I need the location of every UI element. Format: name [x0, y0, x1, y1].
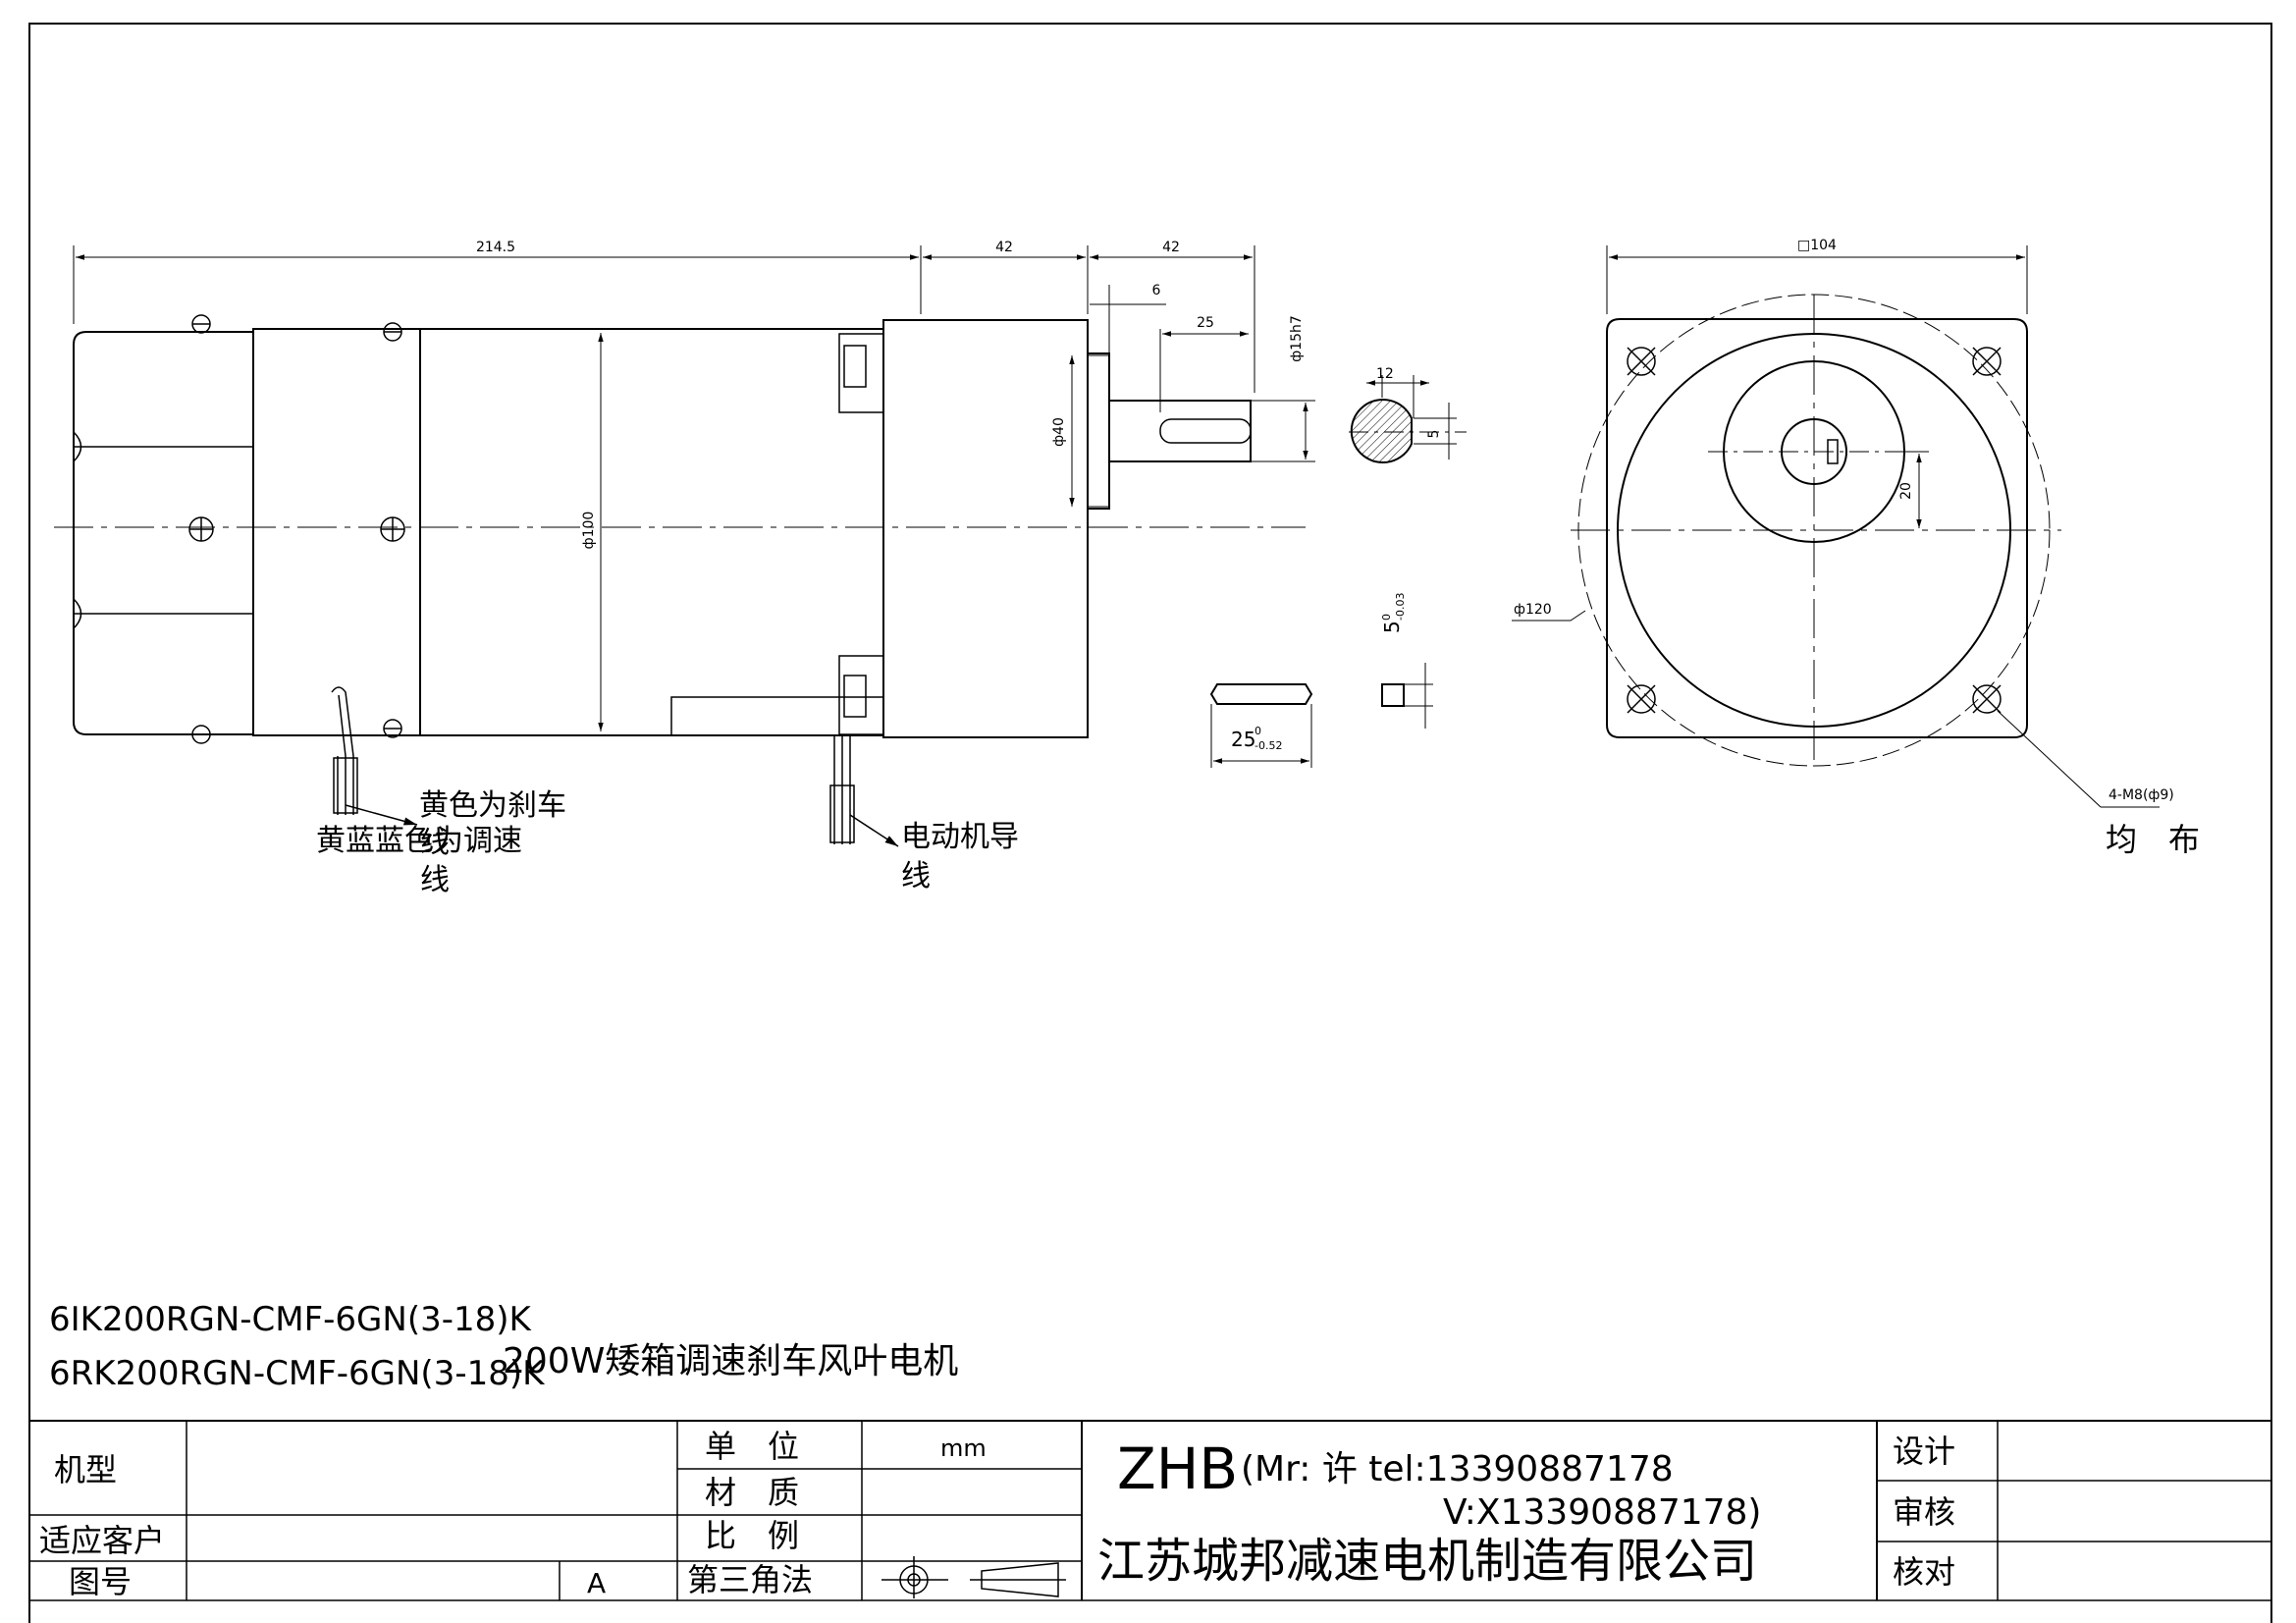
contact-line-2: V:X13390887178)	[1443, 1492, 1761, 1533]
dim-body-diameter: ф100	[581, 512, 597, 550]
dim-overall-length: 214.5	[476, 240, 515, 255]
company-name: 江苏城邦减速电机制造有限公司	[1097, 1534, 1757, 1589]
dim-mount-holes: 4-M8(ф9)	[2109, 787, 2174, 803]
dim-key-thickness-upper: 0	[1380, 614, 1393, 621]
model-number-2: 6RK200RGN-CMF-6GN(3-18)K	[49, 1354, 546, 1393]
dim-key-part-length: 25	[1231, 728, 1255, 751]
dim-shaft-diameter: ф15h7	[1289, 315, 1305, 362]
front-view	[1512, 245, 2160, 808]
key-details	[1209, 663, 1433, 768]
contact-line-1: (Mr: 许 tel:13390887178	[1241, 1449, 1674, 1489]
key-details-text: 5 0 -0.03 25 0 -0.52	[1231, 593, 1407, 752]
label-check: 核对	[1893, 1553, 1955, 1591]
label-scale: 比 例	[705, 1517, 799, 1554]
title-block	[29, 1420, 2271, 1601]
brake-line-label-cont: 线	[420, 826, 450, 860]
brake-line-label: 黄色为刹车	[419, 788, 566, 823]
dim-shaft-step: 6	[1152, 283, 1161, 298]
dim-shaft-offset: 20	[1898, 482, 1914, 500]
dim-key-thickness: 5	[1380, 621, 1404, 633]
side-dimensions	[73, 245, 1315, 731]
motor-lead-label-cont: 线	[901, 859, 931, 893]
dim-key-width: 12	[1376, 366, 1394, 382]
dim-flange-square: □104	[1797, 238, 1837, 253]
dim-gearbox-length: 42	[995, 240, 1013, 255]
drawing-no-value: A	[587, 1567, 606, 1599]
wire-labels: 黄色为刹车 黄蓝蓝色为调速 线 线 电动机导 线	[316, 788, 1019, 897]
label-unit: 单 位	[705, 1428, 799, 1465]
speed-line-label-cont: 线	[420, 863, 450, 897]
dim-key-part-upper: 0	[1255, 725, 1261, 737]
evenly-spaced-note: 均 布	[2106, 821, 2200, 858]
label-customer: 适应客户	[39, 1522, 165, 1559]
dim-key-depth: 5	[1426, 430, 1442, 439]
dim-key-length: 25	[1197, 315, 1214, 331]
label-material: 材 质	[705, 1474, 799, 1511]
side-dimension-text: 214.5 42 42 6 25 ф15h7 ф40 ф100	[476, 240, 1305, 549]
drawing-frame	[28, 23, 2272, 1623]
shaft-section	[1349, 375, 1467, 463]
brand-logo: ZHB	[1117, 1435, 1238, 1502]
label-design: 设计	[1893, 1433, 1955, 1470]
dim-key-thickness-lower: -0.03	[1394, 593, 1407, 621]
speed-line-label: 黄蓝蓝色为调速	[316, 824, 522, 858]
dim-bolt-circle: ф120	[1514, 602, 1552, 618]
projection-symbol	[881, 1556, 1066, 1598]
front-view-text: □104 ф120 20 4-M8(ф9)	[1514, 238, 2174, 803]
label-drawing-no: 图号	[69, 1563, 132, 1600]
side-view	[54, 314, 1306, 844]
model-description: 200W矮箱调速刹车风叶电机	[503, 1341, 958, 1381]
dim-shaft-length: 42	[1162, 240, 1180, 255]
title-block-text: 机型 适应客户 图号 A 单 位 mm 材 质 比 例 第三角法 ZHB (Mr…	[39, 1428, 1955, 1600]
shaft-section-text: 12 5	[1376, 366, 1442, 438]
label-projection: 第三角法	[687, 1561, 813, 1598]
motor-lead-label: 电动机导	[901, 820, 1019, 854]
label-review: 审核	[1893, 1493, 1955, 1531]
dim-pilot-diameter: ф40	[1051, 417, 1067, 447]
label-model: 机型	[54, 1451, 117, 1488]
dim-key-part-lower: -0.52	[1255, 739, 1282, 752]
unit-value: mm	[940, 1434, 987, 1462]
leader-lines	[345, 804, 899, 847]
model-info: 6IK200RGN-CMF-6GN(3-18)K 6RK200RGN-CMF-6…	[49, 1300, 958, 1393]
model-number-1: 6IK200RGN-CMF-6GN(3-18)K	[49, 1300, 533, 1339]
